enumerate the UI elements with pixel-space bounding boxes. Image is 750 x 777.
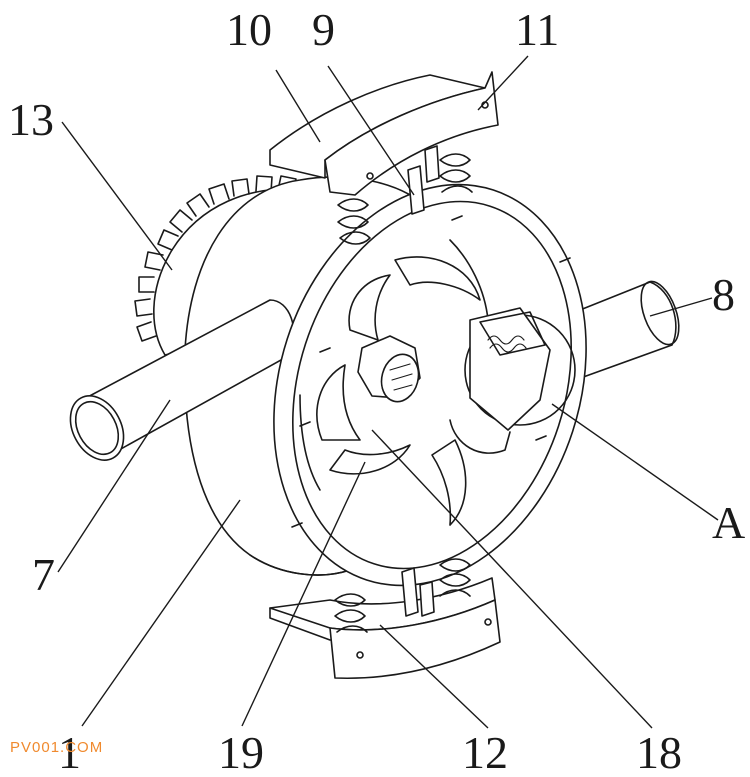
top-pad	[269, 71, 499, 196]
label-13: 13	[8, 94, 54, 145]
leader-19	[241, 461, 366, 727]
label-8: 8	[712, 269, 735, 320]
label-11: 11	[515, 4, 559, 55]
leader-12	[379, 624, 489, 729]
inner-blades	[299, 239, 489, 526]
leader-lines	[57, 55, 719, 729]
center-hub	[357, 335, 421, 403]
label-1: 1	[58, 727, 81, 777]
label-12: 12	[462, 727, 508, 777]
top-springs	[337, 145, 473, 245]
right-shaft	[559, 280, 680, 381]
leader-7	[57, 399, 171, 573]
ring-pegs	[291, 215, 571, 528]
leader-13	[61, 121, 173, 271]
front-ring	[273, 183, 587, 587]
reference-labels: 10 9 11 13 8 A 7 1 19 12 18	[8, 4, 745, 777]
leader-9	[327, 65, 415, 196]
leader-A	[551, 403, 719, 521]
clamp-mechanism	[449, 307, 576, 454]
leader-1	[81, 499, 241, 727]
bottom-springs	[334, 558, 471, 633]
leader-11	[477, 55, 529, 111]
label-7: 7	[32, 549, 55, 600]
label-A: A	[712, 497, 745, 548]
label-9: 9	[312, 4, 335, 55]
label-10: 10	[226, 4, 272, 55]
leader-8	[649, 297, 713, 317]
leader-18	[371, 429, 653, 729]
label-19: 19	[218, 727, 264, 777]
leader-10	[275, 69, 321, 143]
label-18: 18	[636, 727, 682, 777]
bottom-pad	[269, 577, 501, 680]
watermark: PV001.COM	[10, 739, 103, 756]
